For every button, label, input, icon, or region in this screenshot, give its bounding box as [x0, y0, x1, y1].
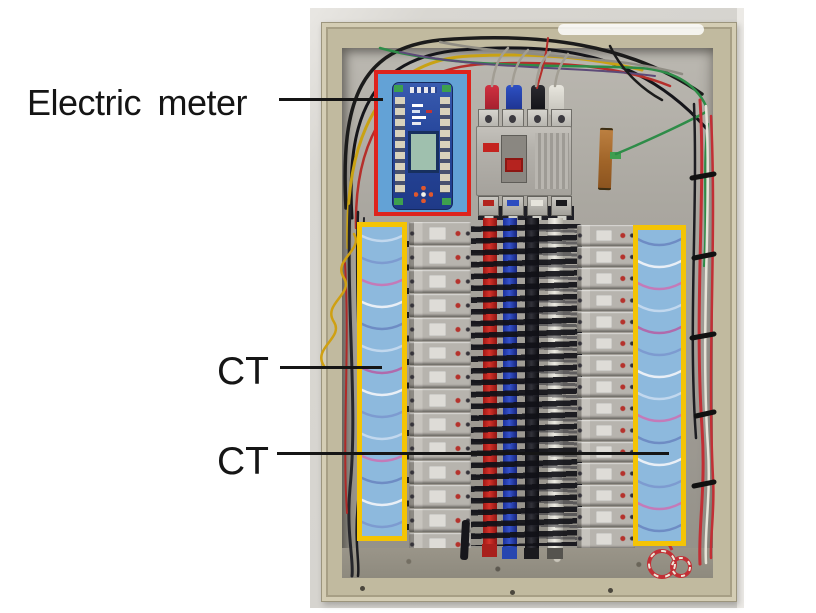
breaker-column-left [409, 222, 471, 556]
breaker-unit [409, 293, 471, 317]
meter-connector-green [442, 85, 451, 92]
frame-screw [360, 586, 365, 591]
terminal [526, 196, 548, 216]
bus-end-cap-neutral [547, 548, 563, 559]
breaker-unit [577, 333, 635, 355]
meter-connector-green [442, 198, 451, 205]
breaker-unit [577, 290, 635, 311]
main-breaker-red-label [483, 143, 499, 152]
breaker-unit [577, 463, 635, 485]
electric-meter-leader-line [279, 98, 383, 101]
breaker-unit [409, 437, 471, 461]
frame-glare-highlight [558, 24, 704, 35]
meter-label-area [409, 101, 438, 127]
breaker-unit [409, 269, 471, 293]
wall-background [737, 8, 744, 608]
main-breaker-switch-window [501, 135, 527, 183]
breaker-unit [577, 376, 635, 398]
breaker-column-right [577, 225, 635, 550]
bus-end-cap-blue [502, 547, 517, 559]
electric-meter-highlight-box [374, 70, 471, 216]
frame-screw [510, 590, 515, 595]
breaker-unit [577, 355, 635, 376]
meter-connector-green [394, 198, 403, 205]
ct-wires-left [362, 234, 402, 529]
meter-button-pad [414, 186, 433, 203]
ct-leader-line-lower [277, 452, 669, 455]
breaker-unit [577, 225, 635, 246]
breaker-unit [577, 485, 635, 506]
breaker-unit [409, 245, 471, 269]
main-breaker-body [476, 126, 572, 196]
ct-label-lower: CT [217, 440, 269, 483]
meter-terminal-strip-left [395, 97, 405, 193]
electric-meter-label: Electric meter [27, 82, 248, 123]
terminal [478, 196, 500, 216]
breaker-unit [577, 506, 635, 528]
bus-end-cap-black [524, 548, 539, 559]
ct-label-upper: CT [217, 350, 269, 393]
breaker-unit [577, 268, 635, 290]
breaker-unit [577, 420, 635, 441]
meter-connector-green [394, 85, 403, 92]
breaker-unit [409, 509, 471, 532]
ct-highlight-box-left [357, 222, 407, 541]
breaker-unit [409, 389, 471, 413]
breaker-unit [577, 398, 635, 420]
breaker-unit [577, 246, 635, 268]
main-breaker-handle [505, 158, 523, 172]
breaker-unit [409, 222, 471, 245]
ct-leader-line-upper [280, 366, 382, 369]
breaker-unit [577, 311, 635, 333]
breaker-unit [577, 528, 635, 550]
main-breaker-ridges [535, 133, 569, 189]
frame-screw [608, 588, 613, 593]
ground-wire-lug [610, 152, 621, 159]
breaker-unit [409, 341, 471, 365]
electric-meter-device [392, 82, 453, 210]
breaker-unit [409, 365, 471, 389]
terminal [550, 196, 572, 216]
meter-dip-switch-row [410, 87, 437, 93]
jumper-cable-band [460, 224, 582, 546]
breaker-unit [409, 317, 471, 341]
bus-end-cap-red [482, 544, 497, 557]
meter-terminal-strip-right [440, 97, 450, 193]
main-breaker-bottom-terminals [478, 196, 572, 216]
ct-highlight-box-right [633, 225, 686, 546]
breaker-unit [409, 461, 471, 485]
terminal [502, 196, 524, 216]
breaker-unit [409, 485, 471, 509]
breaker-unit [409, 413, 471, 437]
copper-ground-bar [597, 127, 614, 191]
ct-wires-right [638, 237, 681, 533]
meter-lcd-screen [408, 131, 439, 173]
